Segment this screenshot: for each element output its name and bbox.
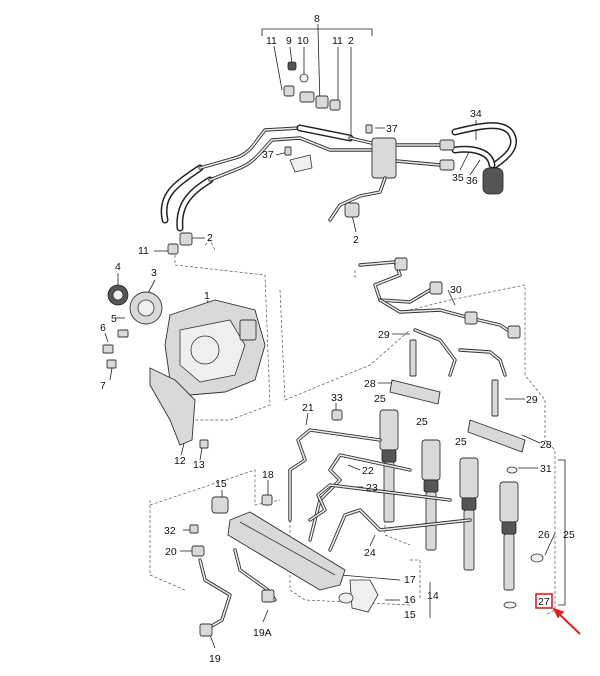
high-pressure-lines [288, 428, 472, 552]
fuel-injectors [331, 409, 544, 609]
callout-15: 15 [404, 609, 416, 621]
callout-22: 22 [362, 465, 374, 477]
callout-13: 13 [193, 459, 205, 471]
callout-37: 37 [386, 123, 398, 135]
callout-8: 8 [314, 13, 320, 25]
callout-5: 5 [111, 313, 117, 325]
injector-2 [421, 439, 441, 551]
highlight-box [535, 593, 553, 609]
callout-19A: 19A [253, 627, 272, 639]
callout-27: 27 [538, 596, 550, 608]
callout-18: 18 [262, 469, 274, 481]
callout-15: 15 [215, 478, 227, 490]
callout-29: 29 [378, 329, 390, 341]
callout-7: 7 [100, 380, 106, 392]
callout-24: 24 [364, 547, 376, 559]
callout-3: 3 [151, 267, 157, 279]
callout-6: 6 [100, 322, 106, 334]
callout-29: 29 [526, 394, 538, 406]
callout-23: 23 [366, 482, 378, 494]
callout-34: 34 [470, 108, 482, 120]
callout-36: 36 [466, 175, 478, 187]
callout-10: 10 [297, 35, 309, 47]
callout-25: 25 [563, 529, 575, 541]
callout-31: 31 [540, 463, 552, 475]
callout-28: 28 [364, 378, 376, 390]
callout-25: 25 [455, 436, 467, 448]
callout-9: 9 [286, 35, 292, 47]
callout-20: 20 [165, 546, 177, 558]
callout-2: 2 [207, 232, 213, 244]
callout-16: 16 [404, 594, 416, 606]
high-pressure-pump [102, 284, 266, 449]
callout-33: 33 [331, 392, 343, 404]
injector-4 [499, 481, 519, 591]
callout-25: 25 [374, 393, 386, 405]
callout-2: 2 [348, 35, 354, 47]
callout-17: 17 [404, 574, 416, 586]
callout-32: 32 [164, 525, 176, 537]
callout-14: 14 [427, 590, 439, 602]
callout-28: 28 [540, 439, 552, 451]
callout-labels: 8 11 9 10 11 2 34 37 37 35 36 2 2 11 4 3… [100, 13, 575, 665]
group-boundaries [149, 239, 556, 616]
callout-26: 26 [538, 529, 550, 541]
callout-37: 37 [262, 149, 274, 161]
callout-4: 4 [115, 261, 121, 273]
callout-2: 2 [353, 234, 359, 246]
callout-11: 11 [266, 35, 277, 47]
injector-3 [459, 457, 479, 571]
injector-return-manifold [358, 257, 526, 453]
fuel-return-line-assembly [160, 61, 517, 255]
callout-11: 11 [138, 245, 149, 257]
callout-21: 21 [302, 402, 314, 414]
callout-19: 19 [209, 653, 221, 665]
callout-30: 30 [450, 284, 462, 296]
callout-35: 35 [452, 172, 464, 184]
pointer-arrow [552, 607, 581, 635]
callout-25: 25 [416, 416, 428, 428]
callout-11: 11 [332, 35, 343, 47]
callout-1: 1 [204, 290, 210, 302]
fuel-rail [189, 494, 379, 637]
callout-12: 12 [174, 455, 186, 467]
